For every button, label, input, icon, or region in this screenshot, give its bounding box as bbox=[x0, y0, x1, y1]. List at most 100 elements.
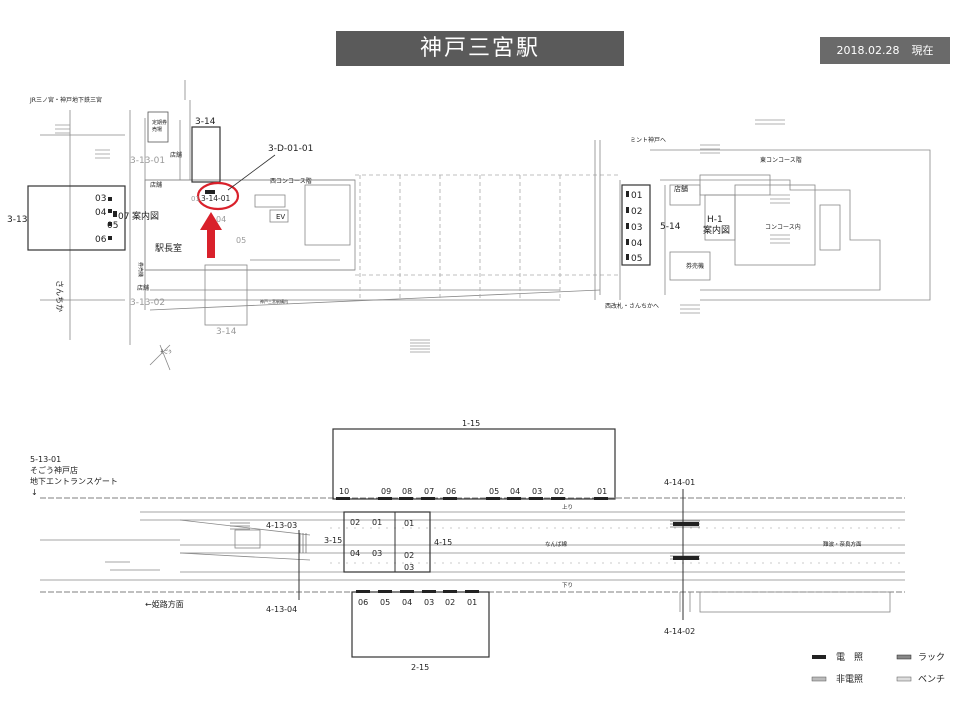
top-num-1: 09 bbox=[381, 487, 391, 496]
label-shop-east: 店舗 bbox=[674, 184, 688, 193]
legend-swatch-denshou bbox=[812, 655, 826, 659]
box-number-list: 02 01 04 03 bbox=[350, 518, 382, 558]
east-num-4: 05 bbox=[631, 254, 642, 264]
label-ekichoshitsu: 駅長室 bbox=[155, 242, 182, 254]
date-text: 2018.02.28 bbox=[836, 44, 900, 57]
label-kenbaiki-west: 券売機 bbox=[137, 262, 144, 277]
top-num-5: 05 bbox=[489, 487, 499, 496]
west-num-07: 07 bbox=[118, 212, 129, 222]
west-num-0: 03 bbox=[95, 194, 106, 204]
label-nobori: 上り bbox=[562, 503, 573, 511]
label-shop-b: 店舗 bbox=[150, 181, 162, 189]
west-num-1: 04 bbox=[95, 208, 107, 218]
station-title: 神戸三宮駅 bbox=[336, 31, 624, 66]
label-teiki: 定期券 bbox=[152, 119, 167, 126]
top-light-mark-4 bbox=[443, 497, 457, 500]
top-light-mark-2 bbox=[399, 497, 413, 500]
label-concourse-inside: コンコース内 bbox=[765, 223, 801, 231]
code-3-d-01-01: 3-D-01-01 bbox=[268, 144, 313, 154]
code-3-14-bottom: 3-14 bbox=[216, 327, 237, 337]
code-2-15: 2-15 bbox=[411, 663, 429, 672]
side-num-1: 02 bbox=[404, 551, 414, 560]
highlight-circle bbox=[196, 181, 240, 211]
west-num-05b: 05 bbox=[236, 236, 246, 245]
label-sogo-small: そごう bbox=[160, 348, 172, 354]
top-light-mark-1 bbox=[378, 497, 392, 500]
top-light-marks bbox=[336, 497, 608, 500]
board-center bbox=[343, 511, 431, 573]
label-annai-west: 案内図 bbox=[132, 210, 159, 222]
east-num-0: 01 bbox=[631, 191, 642, 201]
bottom-light-mark-1 bbox=[378, 590, 392, 593]
label-kenbaiki-east: 券売機 bbox=[686, 262, 704, 270]
label-sogo: そごう神戸店 bbox=[30, 465, 78, 475]
bottom-light-mark-5 bbox=[465, 590, 479, 593]
sogo-arrow-icon: ↓ bbox=[31, 488, 38, 497]
box-num-2: 04 bbox=[350, 549, 360, 558]
code-5-14: 5-14 bbox=[660, 222, 681, 232]
west-num-2: 05 bbox=[107, 221, 118, 231]
label-corridor: 神戸三宮駅構内 bbox=[260, 298, 288, 304]
box-num-1: 01 bbox=[372, 518, 382, 527]
side-num-2: 03 bbox=[404, 563, 414, 572]
top-num-4: 06 bbox=[446, 487, 456, 496]
top-light-mark-0 bbox=[336, 497, 350, 500]
red-arrow-icon bbox=[200, 212, 222, 258]
board-3-13 bbox=[27, 185, 126, 251]
label-himeji: ←姫路方面 bbox=[145, 599, 184, 609]
top-light-mark-6 bbox=[507, 497, 521, 500]
top-light-mark-5 bbox=[486, 497, 500, 500]
box-num-3: 03 bbox=[372, 549, 382, 558]
top-num-2: 08 bbox=[402, 487, 412, 496]
bench-markers bbox=[673, 522, 699, 560]
legend-hidenshou: 非電照 bbox=[836, 673, 863, 685]
code-4-14-01: 4-14-01 bbox=[664, 478, 695, 487]
legend-swatch-hidenshou bbox=[811, 676, 827, 682]
code-4-14-02: 4-14-02 bbox=[664, 627, 695, 636]
top-num-8: 02 bbox=[554, 487, 564, 496]
teiki-box bbox=[147, 111, 169, 143]
board-2-15 bbox=[351, 591, 490, 658]
label-ev: EV bbox=[276, 213, 285, 221]
label-sannchika: さんちか bbox=[55, 280, 64, 312]
code-3-13-01: 3-13-01 bbox=[130, 156, 165, 166]
bottom-num-0: 06 bbox=[358, 598, 368, 607]
bottom-num-1: 05 bbox=[380, 598, 390, 607]
side-number-list: 01 02 03 bbox=[404, 519, 414, 572]
east-board-column bbox=[621, 184, 651, 266]
board-1-15 bbox=[332, 428, 616, 500]
label-sogo-gate: 地下エントランスゲート bbox=[30, 476, 118, 486]
upper-floor-plan bbox=[40, 80, 931, 371]
label-shop-a: 店舗 bbox=[170, 151, 182, 159]
label-shop-c: 店舗 bbox=[137, 284, 149, 292]
side-num-0: 01 bbox=[404, 519, 414, 528]
code-3-14-top: 3-14 bbox=[195, 117, 216, 127]
code-3-15: 3-15 bbox=[324, 536, 342, 545]
label-teiki-2: 売場 bbox=[152, 126, 162, 133]
west-markers bbox=[108, 197, 117, 240]
bottom-num-5: 01 bbox=[467, 598, 477, 607]
platform-plan bbox=[40, 497, 905, 613]
top-num-7: 03 bbox=[532, 487, 542, 496]
bottom-light-mark-0 bbox=[356, 590, 370, 593]
west-num-04b: 04 bbox=[216, 215, 226, 224]
legend-swatch-bench bbox=[896, 676, 912, 682]
top-num-9: 01 bbox=[597, 487, 607, 496]
bottom-light-mark-3 bbox=[422, 590, 436, 593]
code-5-13-01: 5-13-01 bbox=[30, 455, 61, 464]
box-num-0: 02 bbox=[350, 518, 360, 527]
code-4-15: 4-15 bbox=[434, 538, 452, 547]
label-namba: なんば線 bbox=[545, 540, 568, 548]
bottom-light-mark-2 bbox=[400, 590, 414, 593]
top-num-3: 07 bbox=[424, 487, 434, 496]
legend-denshou: 電 照 bbox=[836, 652, 863, 663]
date-suffix: 現在 bbox=[911, 44, 934, 57]
top-num-0: 10 bbox=[339, 487, 349, 496]
code-4-13-04: 4-13-04 bbox=[266, 605, 297, 614]
label-mint-kobe: ミント神戸へ bbox=[630, 136, 666, 144]
top-light-mark-7 bbox=[529, 497, 543, 500]
